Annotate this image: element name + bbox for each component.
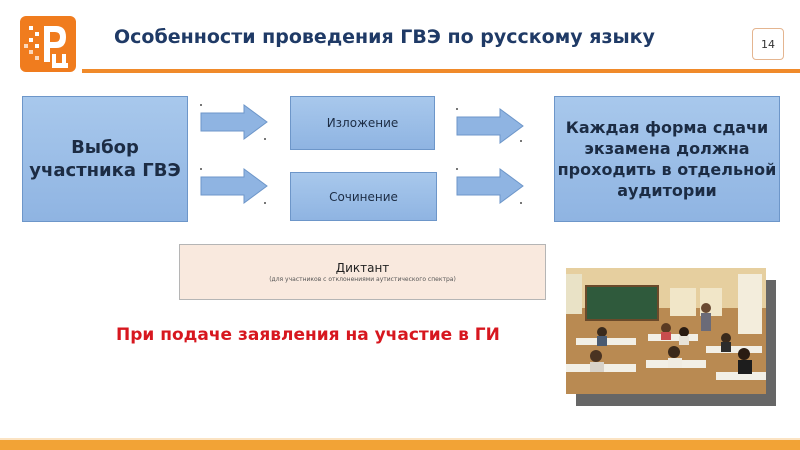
page-title: Особенности проведения ГВЭ по русскому я…: [114, 26, 655, 48]
footer-accent-line: [0, 438, 800, 440]
classroom-photo: [566, 268, 766, 394]
option-izlozhenie-box: Изложение: [290, 96, 435, 150]
decorative-dot: [456, 108, 458, 110]
decorative-dot: [456, 168, 458, 170]
dictant-note: (для участников с отклонениями аутистиче…: [269, 276, 456, 283]
decorative-dot: [200, 104, 202, 106]
application-notice: При подаче заявления на участие в ГИ: [116, 325, 500, 345]
option-sochinenie-box: Сочинение: [290, 172, 437, 221]
separate-room-rule-box: Каждая форма сдачи экзамена должна прохо…: [554, 96, 780, 222]
title-underline: [82, 69, 800, 73]
decorative-dot: [520, 202, 522, 204]
page-number-badge: 14: [752, 28, 784, 60]
decorative-dot: [264, 202, 266, 204]
logo-icon: [20, 16, 76, 72]
participant-choice-box: Выбор участника ГВЭ: [22, 96, 188, 222]
arrow-right-icon: [456, 108, 524, 144]
decorative-dot: [520, 140, 522, 142]
arrow-right-icon: [456, 168, 524, 204]
dictant-title: Диктант: [335, 261, 390, 275]
dictant-box: Диктант (для участников с отклонениями а…: [179, 244, 546, 300]
decorative-dot: [264, 138, 266, 140]
footer-bar: [0, 440, 800, 450]
decorative-dot: [200, 168, 202, 170]
arrow-right-icon: [200, 104, 268, 140]
arrow-right-icon: [200, 168, 268, 204]
